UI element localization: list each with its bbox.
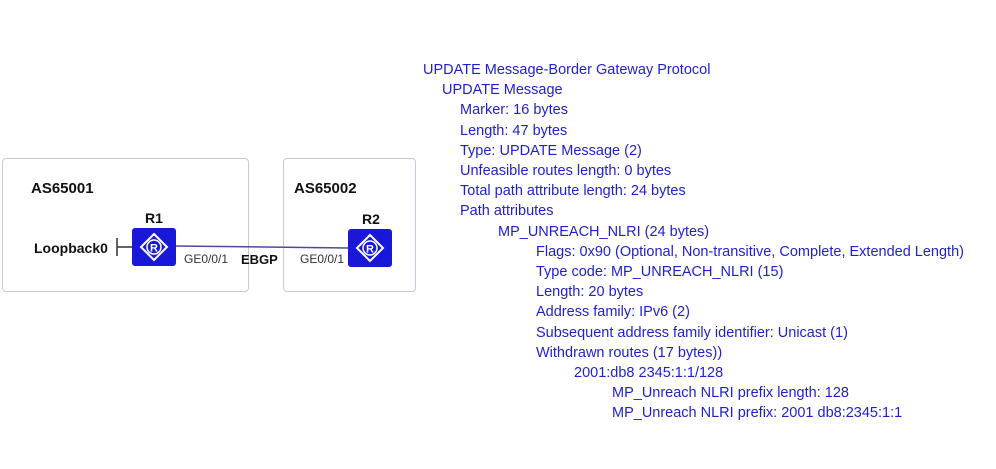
ebgp-label: EBGP bbox=[241, 252, 278, 267]
packet-tree-line: Path attributes bbox=[460, 203, 554, 220]
loopback0-label: Loopback0 bbox=[34, 240, 108, 256]
packet-tree-line: Length: 20 bytes bbox=[536, 284, 644, 301]
r2-interface-label: GE0/0/1 bbox=[300, 252, 345, 266]
packet-tree-line: Withdrawn routes (17 bytes)) bbox=[536, 344, 723, 361]
ebgp-link-line bbox=[175, 245, 349, 249]
as65001-box bbox=[2, 158, 249, 292]
packet-tree-line: MP_Unreach NLRI prefix length: 128 bbox=[612, 385, 849, 402]
r2-router-icon[interactable]: R bbox=[348, 229, 392, 267]
as65002-box bbox=[283, 158, 416, 292]
packet-tree-line: Address family: IPv6 (2) bbox=[536, 304, 690, 321]
packet-tree-line: UPDATE Message bbox=[442, 82, 563, 99]
packet-tree-line: 2001:db8 2345:1:1/128 bbox=[574, 365, 724, 381]
packet-tree-line: Marker: 16 bytes bbox=[460, 102, 568, 119]
r2-label: R2 bbox=[362, 211, 380, 227]
svg-text:R: R bbox=[150, 243, 158, 255]
packet-tree-line: Subsequent address family identifier: Un… bbox=[536, 324, 848, 341]
as65001-label: AS65001 bbox=[31, 180, 94, 197]
r1-router-icon[interactable]: R bbox=[132, 228, 176, 266]
packet-tree-line: Type code: MP_UNREACH_NLRI (15) bbox=[536, 264, 784, 280]
r1-interface-label: GE0/0/1 bbox=[184, 252, 229, 266]
packet-tree-line: Total path attribute length: 24 bytes bbox=[460, 183, 686, 200]
packet-tree-line: Flags: 0x90 (Optional, Non-transitive, C… bbox=[536, 243, 964, 260]
packet-tree-line: UPDATE Message-Border Gateway Protocol bbox=[423, 62, 711, 78]
packet-tree-line: MP_UNREACH_NLRI (24 bytes) bbox=[498, 223, 710, 240]
packet-tree-line: Length: 47 bytes bbox=[460, 122, 568, 139]
packet-tree-line: MP_Unreach NLRI prefix: 2001 db8:2345:1:… bbox=[612, 405, 903, 422]
packet-tree-line: Type: UPDATE Message (2) bbox=[460, 142, 642, 159]
svg-text:R: R bbox=[366, 244, 374, 256]
r1-label: R1 bbox=[145, 210, 163, 226]
packet-tree-line: Unfeasible routes length: 0 bytes bbox=[460, 163, 672, 179]
as65002-label: AS65002 bbox=[294, 180, 357, 197]
